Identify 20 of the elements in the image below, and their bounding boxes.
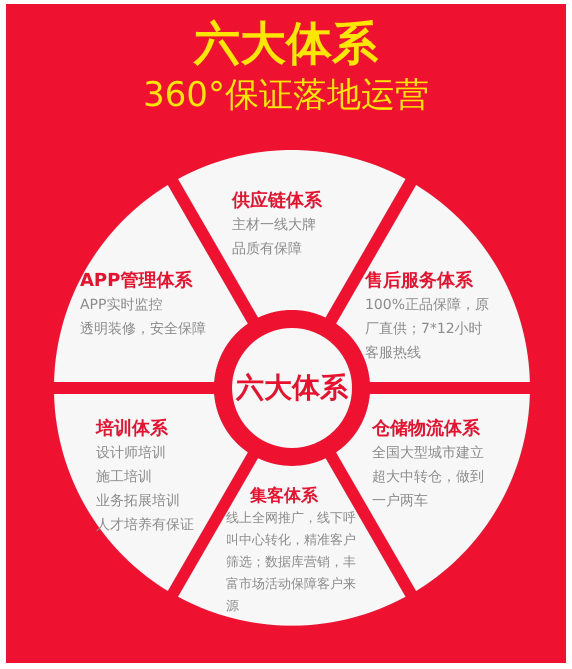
segment-heading: APP管理体系 [80,270,192,292]
segment-text: 业务拓展培训 [96,492,181,511]
segment-text: 100%正品保障，原厂直供；7*12小时客服热线 [364,296,490,363]
segment-heading: 集客体系 [250,486,318,506]
segment-text: 设计师培训 [96,444,167,463]
segment-text: 人才培养有保证 [96,516,195,535]
segment-text: 主材一线大牌 [232,216,317,235]
segment-text: 透明装修，安全保障 [80,320,207,339]
segment-text: 全国大型城市建立超大中转仓，做到一户两车 [372,444,485,511]
title: 六大体系 [192,18,379,69]
segment-text: APP实时监控 [80,296,164,315]
center-title: 六大体系 [236,370,348,406]
segment-text: 施工培训 [96,468,153,487]
segment-heading: 供应链体系 [232,190,322,212]
subtitle: 360°保证落地运营 [142,76,430,116]
segment-heading: 仓储物流体系 [372,418,480,440]
segment-heading: 培训体系 [96,418,168,440]
segment-text: 品质有保障 [232,240,303,259]
segment-heading: 售后服务体系 [364,270,473,292]
segment-text: 线上全网推广，线下呼叫中心转化，精准客户筛选；数据库营销，丰富市场活动保障客户来源 [226,510,357,616]
